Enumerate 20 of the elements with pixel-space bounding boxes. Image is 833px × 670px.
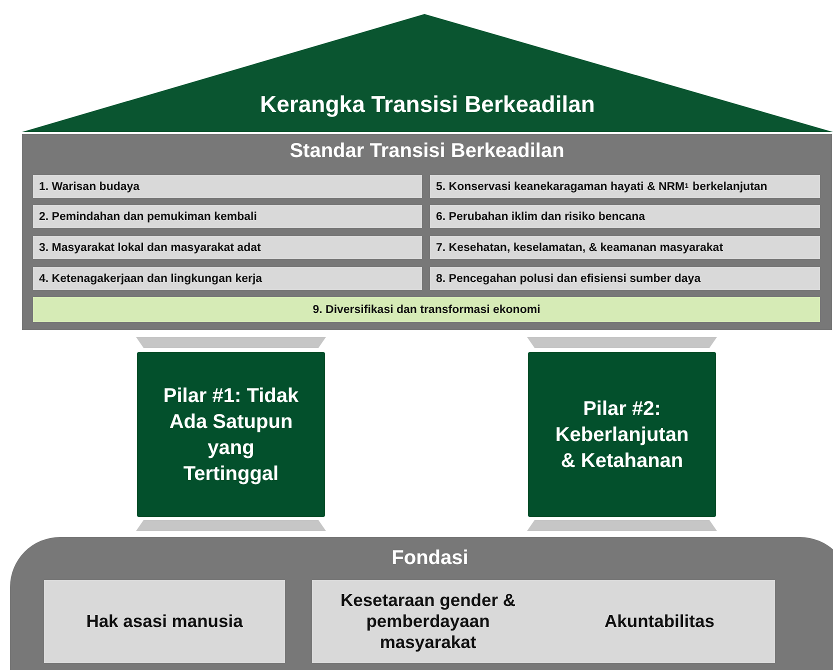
foundation-item: Kesetaraan gender & pemberdayaan masyarakat — [312, 580, 544, 663]
foundation-item: Akuntabilitas — [544, 580, 775, 663]
foundation-item: Hak asasi manusia — [44, 580, 285, 663]
standard-item: 8. Pencegahan polusi dan efisiensi sumber daya — [430, 267, 820, 290]
roof-shape — [22, 14, 833, 132]
standard-item: 2. Pemindahan dan pemukiman kembali — [33, 205, 422, 228]
foundation-block — [10, 537, 833, 670]
standard-item: 4. Ketenagakerjaan dan lingkungan kerja — [33, 267, 422, 290]
pillar-block: Pilar #1: Tidak Ada Satupun yang Tertinggal — [137, 352, 325, 517]
pillar-block: Pilar #2: Keberlanjutan & Ketahanan — [528, 352, 716, 517]
standard-band: 9. Diversifikasi dan transformasi ekonomi — [33, 297, 820, 322]
standard-item: 3. Masyarakat lokal dan masyarakat adat — [33, 236, 422, 259]
standard-item: 7. Kesehatan, keselamatan, & keamanan masyarakat — [430, 236, 820, 259]
standards-panel — [22, 134, 832, 330]
standard-item: 6. Perubahan iklim dan risiko bencana — [430, 205, 820, 228]
foundation-title: Fondasi — [392, 547, 468, 571]
standard-item: 5. Konservasi keanekaragaman hayati & NRM$^{1}$ berkelanjutan — [430, 175, 820, 198]
standard-item: 1. Warisan budaya — [33, 175, 422, 198]
roof-title: Kerangka Transisi Berkeadilan — [260, 91, 595, 118]
panel-title: Standar Transisi Berkeadilan — [290, 140, 564, 164]
